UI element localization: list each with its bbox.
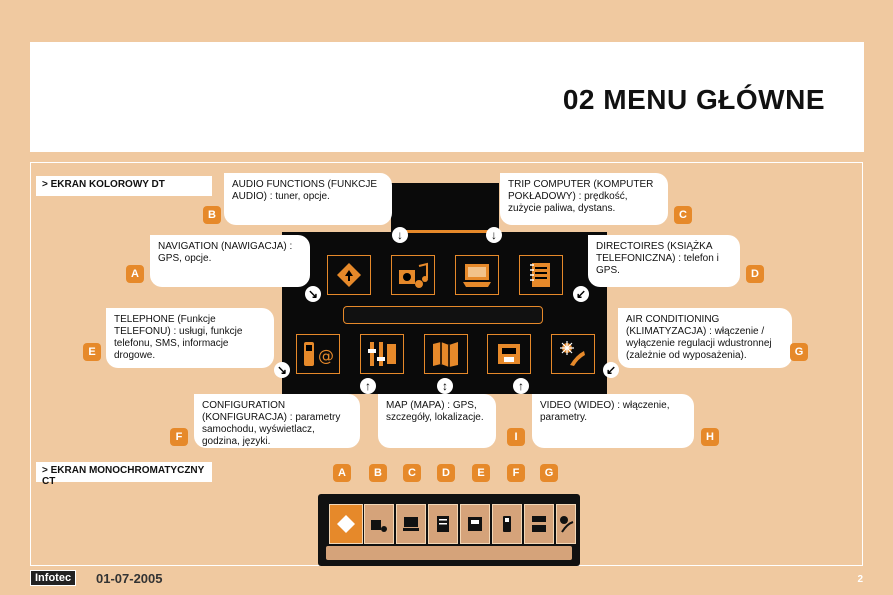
arrow-i-icon: ↕ — [437, 378, 453, 394]
arrow-h-icon: ↑ — [513, 378, 529, 394]
mono-letter-b: B — [369, 464, 387, 482]
letter-badge-i: I — [507, 428, 525, 446]
letter-badge-f: F — [170, 428, 188, 446]
arrow-c-icon: ↓ — [486, 227, 502, 243]
mono-video-icon[interactable] — [460, 504, 490, 544]
trip-computer-icon[interactable] — [455, 255, 499, 295]
letter-badge-e: E — [83, 343, 101, 361]
mono-letter-f: F — [507, 464, 525, 482]
mono-air-conditioning-icon[interactable] — [556, 504, 576, 544]
map-icon[interactable] — [424, 334, 468, 374]
callout-telephone: TELEPHONE (Funkcje TELEFONU) : usługi, f… — [106, 308, 274, 368]
mono-letter-d: D — [437, 464, 455, 482]
mono-trip-computer-icon[interactable] — [396, 504, 426, 544]
arrow-d-icon: ↙ — [573, 286, 589, 302]
callout-map: MAP (MAPA) : GPS, szczegóły, lokalizacje… — [378, 394, 496, 448]
letter-badge-h: H — [701, 428, 719, 446]
mono-letter-c: C — [403, 464, 421, 482]
footer-date: 01-07-2005 — [96, 571, 163, 586]
directory-icon[interactable] — [519, 255, 563, 295]
header-panel — [30, 42, 864, 152]
mono-letter-e: E — [472, 464, 490, 482]
telephone-icon[interactable]: @ — [296, 334, 340, 374]
letter-badge-a: A — [126, 265, 144, 283]
screen-top — [391, 183, 499, 233]
callout-navigation: NAVIGATION (NAWIGACJA) : GPS, opcje. — [150, 235, 310, 287]
screen-status-bar — [343, 306, 543, 324]
letter-badge-g: G — [790, 343, 808, 361]
arrow-g-icon: ↙ — [603, 362, 619, 378]
callout-video: VIDEO (WIDEO) : włączenie, parametry. — [532, 394, 694, 448]
navigation-icon[interactable] — [327, 255, 371, 295]
mono-audio-icon[interactable] — [364, 504, 394, 544]
section-label-mono: > EKRAN MONOCHROMATYCZNY CT — [36, 462, 212, 487]
mono-navigation-icon[interactable] — [329, 504, 363, 544]
callout-configuration: CONFIGURATION (KONFIGURACJA) : parametry… — [194, 394, 360, 448]
mono-letter-a: A — [333, 464, 351, 482]
configuration-icon[interactable] — [360, 334, 404, 374]
mono-status-bar — [326, 546, 572, 560]
page-number: 2 — [857, 574, 863, 585]
video-icon[interactable] — [487, 334, 531, 374]
mono-telephone-icon[interactable] — [492, 504, 522, 544]
arrow-f-icon: ↑ — [360, 378, 376, 394]
audio-icon[interactable] — [391, 255, 435, 295]
mono-directory-icon[interactable] — [428, 504, 458, 544]
arrow-e-icon: ↘ — [274, 362, 290, 378]
mono-letter-g: G — [540, 464, 558, 482]
arrow-b-icon: ↓ — [392, 227, 408, 243]
letter-badge-d: D — [746, 265, 764, 283]
arrow-a-icon: ↘ — [305, 286, 321, 302]
letter-badge-c: C — [674, 206, 692, 224]
section-label-color: > EKRAN KOLOROWY DT — [36, 176, 212, 196]
mono-configuration-icon[interactable] — [524, 504, 554, 544]
callout-trip-computer: TRIP COMPUTER (KOMPUTER POKŁADOWY) : prę… — [500, 173, 668, 225]
page-title: 02 MENU GŁÓWNE — [562, 84, 825, 115]
svg-text:@: @ — [318, 346, 334, 365]
callout-directories: DIRECTOIRES (KSIĄŻKA TELEFONICZNA) : tel… — [588, 235, 740, 287]
air-conditioning-icon[interactable] — [551, 334, 595, 374]
callout-air-conditioning: AIR CONDITIONING (KLIMATYZACJA) : włącze… — [618, 308, 792, 368]
letter-badge-b: B — [203, 206, 221, 224]
footer-brand-logo: Infotec — [30, 570, 77, 586]
callout-audio: AUDIO FUNCTIONS (FUNKCJE AUDIO) : tuner,… — [224, 173, 392, 225]
screen-top-bar — [400, 230, 492, 233]
